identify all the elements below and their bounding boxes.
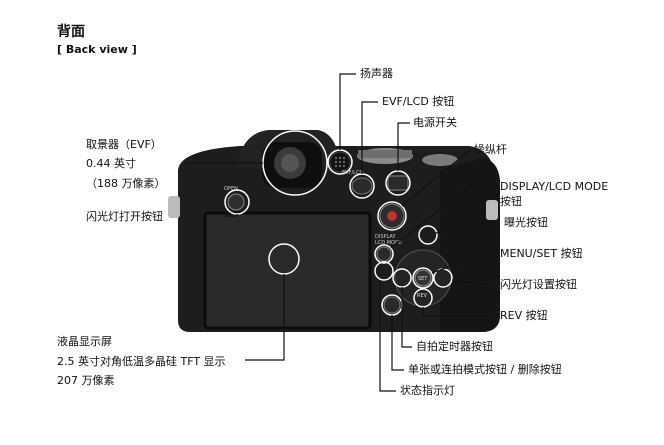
lcd-screen xyxy=(203,211,372,330)
label-power-switch: 电源开关 xyxy=(413,116,457,129)
evf-lcd-knob xyxy=(351,177,373,195)
label-menu-set-button: MENU/SET 按钮 xyxy=(500,247,583,260)
label-speaker: 扬声器 xyxy=(360,67,393,80)
label-display-lcd-mode-2: 按钮 xyxy=(500,195,522,208)
callout-menu-set xyxy=(412,267,434,289)
label-exposure-button: 曝光按钮 xyxy=(504,216,548,229)
mark-lcd-mode: LCD MODE xyxy=(375,240,402,246)
label-flash-open-button: 闪光灯打开按钮 xyxy=(86,210,163,223)
label-viewfinder-3: （188 万像素） xyxy=(86,177,166,190)
label-rev-button: REV 按钮 xyxy=(500,309,548,322)
camera-body xyxy=(168,130,500,332)
label-flash-setting-button: 闪光灯设置按钮 xyxy=(500,278,577,291)
page-title: 背面 xyxy=(57,24,85,40)
label-viewfinder-1: 取景器（EVF） xyxy=(86,138,162,151)
callout-joystick xyxy=(377,201,407,231)
mark-rev: REV xyxy=(417,293,428,299)
mark-set: SET xyxy=(418,276,428,282)
label-joystick: 操纵杆 xyxy=(474,143,507,156)
label-self-timer-button: 自拍定时器按钮 xyxy=(416,340,493,353)
label-drive-mode-button: 单张或连拍模式按钮 / 删除按钮 xyxy=(408,363,562,376)
power-switch-knob xyxy=(387,175,409,191)
label-status-indicator: 状态指示灯 xyxy=(400,384,455,397)
mark-evf-lcd: EVF/LCD xyxy=(342,170,363,176)
label-lcd-1: 液晶显示屏 xyxy=(57,335,112,348)
label-display-lcd-mode-1: DISPLAY/LCD MODE xyxy=(500,180,609,193)
page-subtitle: [ Back view ] xyxy=(57,43,137,56)
flash-open-knob xyxy=(227,193,245,211)
label-viewfinder-2: 0.44 英寸 xyxy=(86,157,136,170)
label-lcd-3: 207 万像素 xyxy=(57,374,115,387)
callout-status xyxy=(374,261,394,281)
mark-open: OPEN xyxy=(224,186,238,192)
mark-display: DISPLAY xyxy=(375,234,396,240)
label-lcd-2: 2.5 英寸对角低温多晶硅 TFT 显示 xyxy=(57,355,226,368)
callout-display-mode xyxy=(374,244,394,264)
callout-exposure xyxy=(418,225,438,245)
label-evf-lcd-button: EVF/LCD 按钮 xyxy=(382,95,455,108)
